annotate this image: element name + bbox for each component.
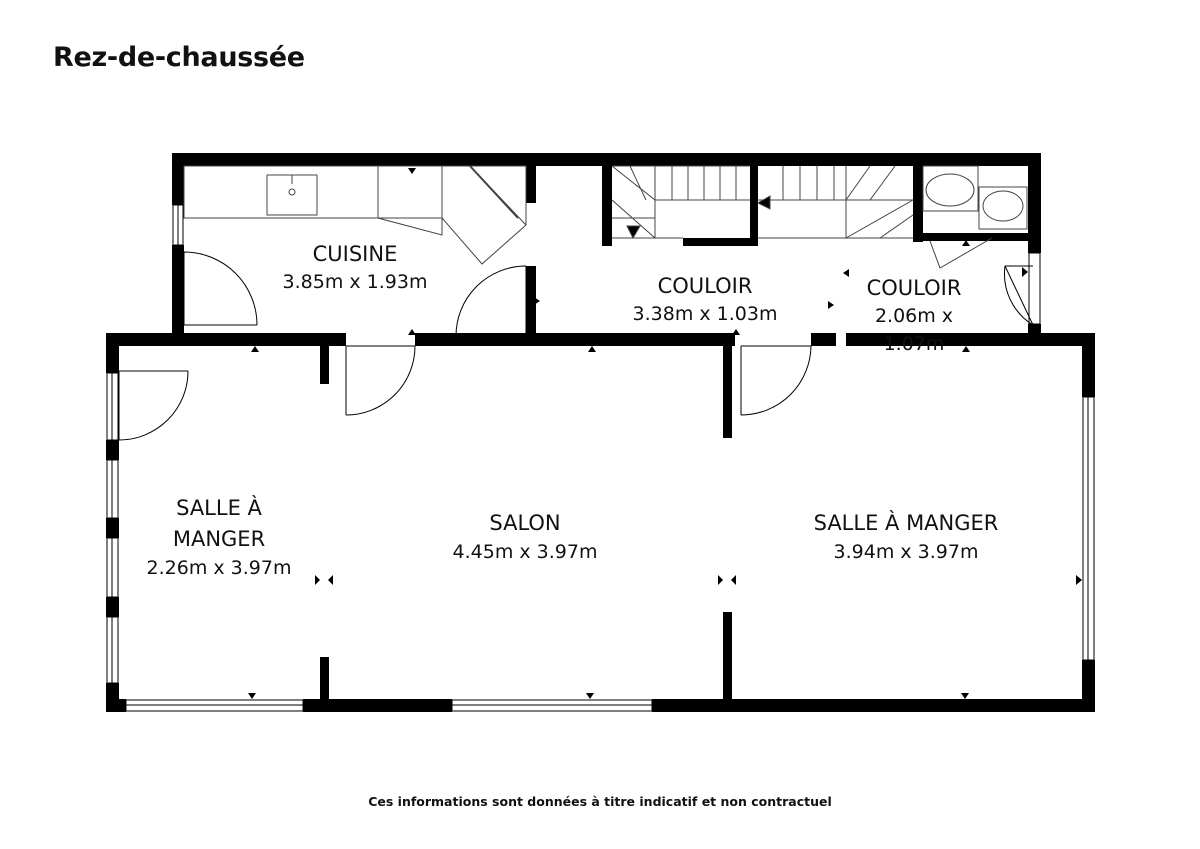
door-swing bbox=[183, 251, 258, 326]
room-label-couloir-1: COULOIR bbox=[658, 274, 753, 298]
kitchen-counter bbox=[183, 165, 443, 219]
room-dimensions-salle-a-manger-2: 3.94m x 3.97m bbox=[834, 541, 979, 563]
door-swing bbox=[1004, 265, 1034, 326]
door-swing bbox=[740, 345, 812, 416]
room-dimensions-cuisine: 3.85m x 1.93m bbox=[283, 271, 428, 293]
markers bbox=[248, 168, 1082, 699]
room-dimensions-couloir-1: 3.38m x 1.03m bbox=[633, 303, 778, 325]
stair-arrow-icon bbox=[756, 195, 771, 210]
windows bbox=[106, 204, 1095, 712]
room-label-salle-a-manger-2: SALLE À MANGER bbox=[814, 510, 999, 535]
room-dimensions-salon: 4.45m x 3.97m bbox=[453, 541, 598, 563]
door-swing bbox=[455, 265, 527, 337]
walls bbox=[106, 153, 1095, 712]
doors bbox=[118, 251, 1034, 441]
room-label-salle-a-manger-1-line2: MANGER bbox=[173, 527, 265, 551]
room-dimensions-couloir-2-line1: 2.06m x bbox=[875, 305, 953, 327]
room-label-couloir-2: COULOIR bbox=[867, 276, 962, 300]
room-dimensions-couloir-2-line2: 1.07m bbox=[884, 333, 945, 355]
stair-arrow-icon bbox=[626, 225, 641, 240]
kitchen-fixtures bbox=[183, 165, 527, 265]
room-label-salon: SALON bbox=[489, 511, 560, 535]
disclaimer: Ces informations sont données à titre in… bbox=[368, 794, 832, 809]
room-dimensions-salle-a-manger-1: 2.26m x 3.97m bbox=[147, 557, 292, 579]
corner-cabinet bbox=[441, 165, 527, 265]
washbasin-icon bbox=[978, 186, 1028, 230]
toilet-icon bbox=[922, 165, 979, 212]
staircase bbox=[611, 165, 914, 240]
room-label-salle-a-manger-1-line1: SALLE À bbox=[176, 495, 262, 520]
room-label-cuisine: CUISINE bbox=[313, 242, 398, 266]
wc-fixtures bbox=[922, 165, 1028, 269]
page-title: Rez-de-chaussée bbox=[53, 42, 305, 73]
door-swing bbox=[345, 345, 416, 416]
door-swing bbox=[118, 370, 189, 441]
